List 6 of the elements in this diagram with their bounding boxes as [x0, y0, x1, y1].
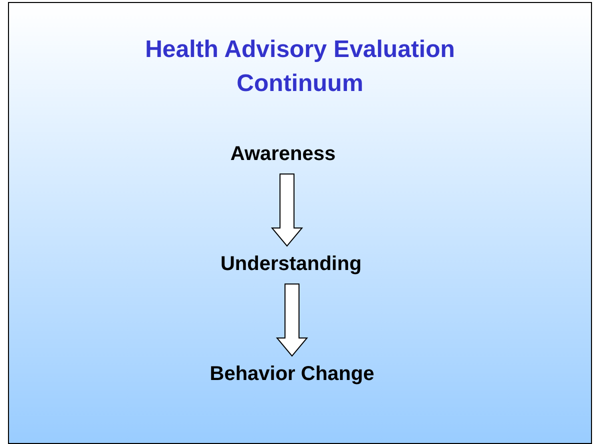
stage-label: Awareness	[230, 142, 336, 167]
title: Health Advisory Evaluation Continuum	[144, 35, 456, 99]
stage-label: Understanding	[220, 252, 362, 277]
block-arrow	[276, 284, 308, 357]
stage-label: Behavior Change	[210, 362, 374, 387]
block-arrow	[270, 174, 304, 247]
